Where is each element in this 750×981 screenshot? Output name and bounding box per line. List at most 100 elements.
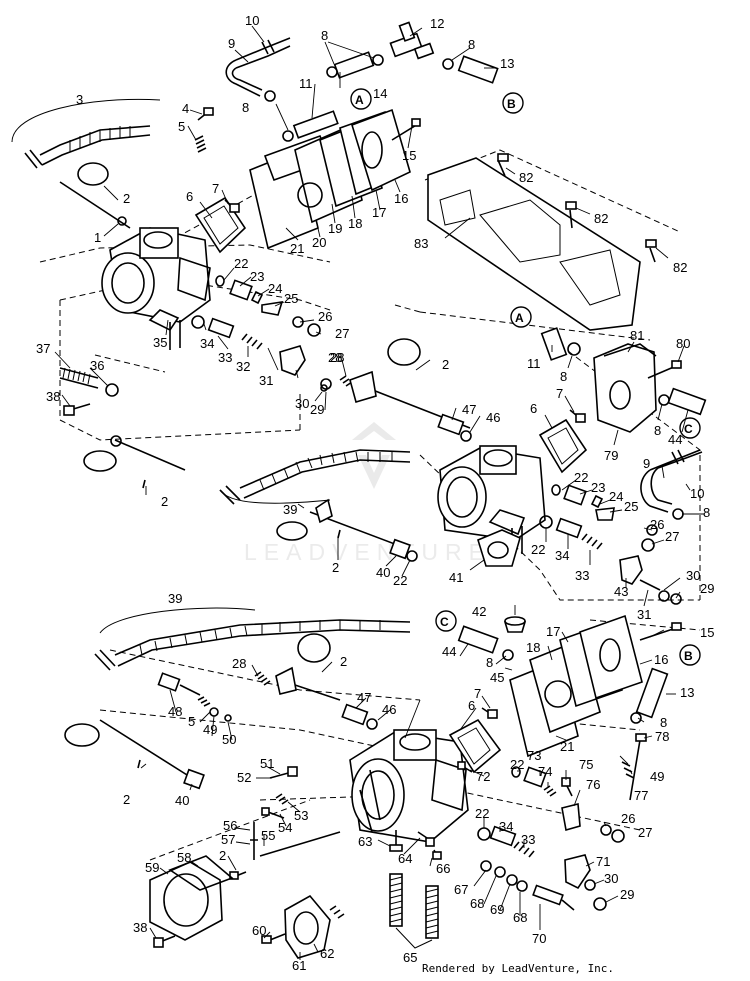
callout-3: 3	[76, 92, 83, 107]
callout-51: 51	[260, 756, 274, 771]
callout-40: 40	[175, 793, 189, 808]
ref-letter-c: C	[684, 422, 693, 436]
callout-69: 69	[490, 902, 504, 917]
callout-10: 10	[245, 13, 259, 28]
callout-37: 37	[36, 341, 50, 356]
throttle-shaft-2-left	[83, 435, 186, 489]
callout-33: 33	[218, 350, 232, 365]
callout-82: 82	[673, 260, 687, 275]
callout-49: 49	[650, 769, 664, 784]
watermark-text: LEADVENTURE	[244, 539, 491, 565]
callout-68: 68	[470, 896, 484, 911]
callout-13: 13	[500, 56, 514, 71]
callout-5: 5	[188, 714, 195, 729]
callout-33: 33	[521, 832, 535, 847]
callout-27: 27	[665, 529, 679, 544]
callout-6: 6	[186, 189, 193, 204]
ref-letter-b: B	[507, 97, 516, 111]
callout-8: 8	[560, 369, 567, 384]
bracket-28-2-bottom	[254, 633, 341, 701]
callout-59: 59	[145, 860, 159, 875]
callout-16: 16	[394, 191, 408, 206]
screw-80	[647, 360, 682, 379]
callout-labels: 1 2 3 4 5 6 7 8 8 8 9 10 11 12 13 14 15 …	[36, 13, 714, 973]
bracket-39-bottom	[99, 607, 256, 634]
callout-67: 67	[454, 882, 468, 897]
bushing-47-46-bottom	[341, 703, 378, 730]
needle-55-56-57	[229, 822, 341, 880]
callout-8: 8	[654, 423, 661, 438]
callout-21: 21	[290, 241, 304, 256]
fuel-hose-11	[292, 110, 339, 139]
callout-39: 39	[168, 591, 182, 606]
callout-64: 64	[398, 851, 412, 866]
callout-25: 25	[284, 291, 298, 306]
callout-34: 34	[200, 336, 214, 351]
callout-82: 82	[519, 170, 533, 185]
callout-44: 44	[668, 432, 682, 447]
callout-75: 75	[579, 757, 593, 772]
gasket-41	[477, 529, 521, 567]
callout-11: 11	[527, 356, 541, 371]
callout-7: 7	[556, 386, 563, 401]
callout-24: 24	[609, 489, 623, 504]
callout-81: 81	[630, 328, 644, 343]
callout-23: 23	[250, 269, 264, 284]
primer-36-37-38	[59, 367, 119, 416]
callout-63: 63	[358, 834, 372, 849]
screws-82	[497, 153, 657, 263]
callout-8: 8	[242, 100, 249, 115]
screw-15-bottom	[639, 622, 682, 641]
callout-83: 83	[414, 236, 428, 251]
callout-22: 22	[531, 542, 545, 557]
callout-71: 71	[596, 854, 610, 869]
throttle-shaft-2-bottom	[64, 719, 205, 790]
screw-7-bottom	[481, 707, 498, 719]
callout-42: 42	[472, 604, 486, 619]
clamps-8	[264, 54, 454, 142]
plunger-71-bottom	[564, 854, 591, 890]
callout-22: 22	[475, 806, 489, 821]
callout-6: 6	[468, 698, 475, 713]
plunger-43-31-mid	[619, 555, 682, 605]
callout-2: 2	[340, 654, 347, 669]
callout-29: 29	[620, 887, 634, 902]
callout-60: 60	[252, 923, 266, 938]
callout-44: 44	[442, 644, 456, 659]
callout-14: 14	[373, 86, 387, 101]
callout-16: 16	[654, 652, 668, 667]
callout-9: 9	[643, 456, 650, 471]
callout-5: 5	[178, 119, 185, 134]
callout-57: 57	[221, 832, 235, 847]
gasket-6-mid	[538, 418, 588, 474]
jet-48-5-49-50	[157, 672, 232, 722]
callout-18: 18	[348, 216, 362, 231]
callout-19: 19	[328, 221, 342, 236]
callout-2: 2	[123, 792, 130, 807]
fuel-hose-44-bottom	[457, 625, 514, 661]
callout-23: 23	[591, 480, 605, 495]
callout-49: 49	[203, 722, 217, 737]
throttle-shaft-2-mid-left	[276, 498, 401, 547]
callout-30: 30	[604, 871, 618, 886]
callout-11: 11	[299, 76, 313, 91]
callout-17: 17	[546, 624, 560, 639]
callout-72: 72	[476, 769, 490, 784]
callout-66: 66	[436, 861, 450, 876]
hose-clamp-10	[261, 39, 275, 55]
callout-6: 6	[530, 401, 537, 416]
callout-8: 8	[703, 505, 710, 520]
callout-17: 17	[372, 205, 386, 220]
callout-21: 21	[560, 739, 574, 754]
fittings-67-68-69-70	[480, 860, 575, 911]
nut-26-27-top	[292, 316, 321, 337]
callout-31: 31	[637, 607, 651, 622]
callout-77: 77	[634, 788, 648, 803]
callout-2: 2	[332, 560, 339, 575]
bracket-28-29-30	[320, 375, 353, 392]
callout-35: 35	[153, 335, 167, 350]
reed-valve-assembly-bottom	[509, 614, 643, 758]
callout-33: 33	[575, 568, 589, 583]
callout-47: 47	[357, 690, 371, 705]
fittings-22-34-mid	[539, 484, 658, 552]
